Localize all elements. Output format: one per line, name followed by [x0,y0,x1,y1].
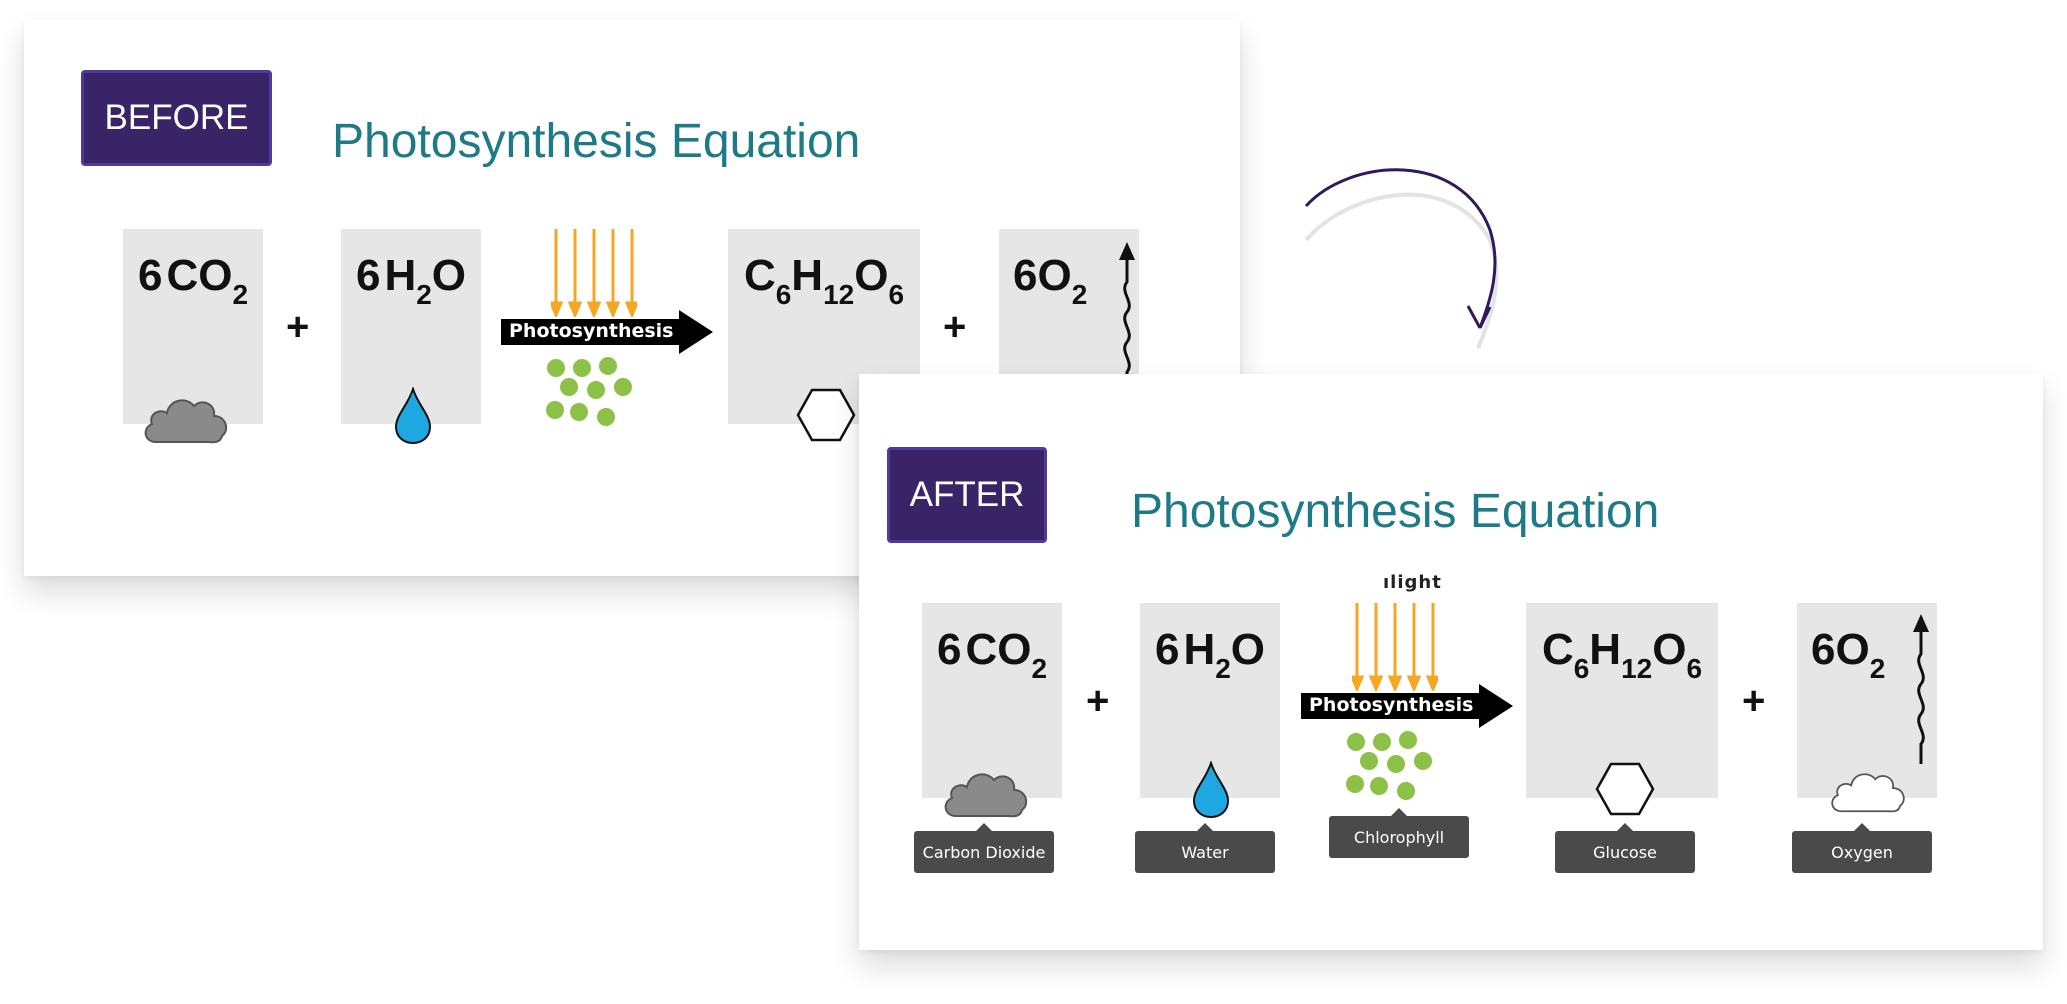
process-label: Photosynthesis [1309,694,1474,716]
formula-oxygen: 6O2 [1811,625,1886,684]
card-oxygen: 6O2 [1797,603,1937,798]
sunlight-label: ılight [1383,572,1442,593]
process-arrow-icon [501,310,715,354]
water-drop-icon [1192,761,1230,819]
sun-rays-icon [1352,603,1438,691]
label-glucose: Glucose [1555,823,1695,873]
wavy-arrow-icon [1909,614,1933,764]
card-carbon-dioxide: 6CO2 [922,603,1062,798]
after-title: Photosynthesis Equation [1131,485,1660,538]
card-water: 6H2O [341,229,481,424]
plus-sign: + [1742,679,1766,723]
cloud-icon [942,762,1032,820]
plus-sign: + [286,305,310,349]
formula-water: 6H2O [1154,625,1266,684]
plus-sign: + [943,305,967,349]
hexagon-icon [796,387,856,443]
curved-arrow-icon [1290,150,1530,384]
process-arrow-icon [1301,684,1515,728]
formula-glucose: C6H12O6 [743,251,905,310]
oxygen-cloud-icon [1829,763,1909,815]
label-water: Water [1135,823,1275,873]
after-panel: AFTER Photosynthesis Equation 6CO2 Carbo… [859,374,2043,950]
label-chlorophyll: Chlorophyll [1329,808,1469,858]
label-carbon-dioxide: Carbon Dioxide [914,823,1054,873]
formula-carbon-dioxide: 6CO2 [137,251,249,310]
before-title: Photosynthesis Equation [332,115,861,168]
hexagon-icon [1595,761,1655,817]
cloud-icon [142,388,232,446]
label-oxygen: Oxygen [1792,823,1932,873]
before-panel: BEFORE Photosynthesis Equation 6CO2 + 6H… [24,20,1240,576]
chlorophyll-dots-icon [542,355,642,430]
formula-glucose: C6H12O6 [1541,625,1703,684]
formula-oxygen: 6O2 [1013,251,1088,310]
sun-rays-icon [551,229,637,317]
formula-water: 6H2O [355,251,467,310]
formula-carbon-dioxide: 6CO2 [936,625,1048,684]
plus-sign: + [1086,679,1110,723]
water-drop-icon [394,387,432,445]
card-carbon-dioxide: 6CO2 [123,229,263,424]
chlorophyll-dots-icon [1342,729,1442,804]
before-badge: BEFORE [81,70,272,166]
wavy-arrow-icon [1115,242,1139,392]
process-label: Photosynthesis [509,320,674,342]
after-badge: AFTER [887,447,1047,543]
